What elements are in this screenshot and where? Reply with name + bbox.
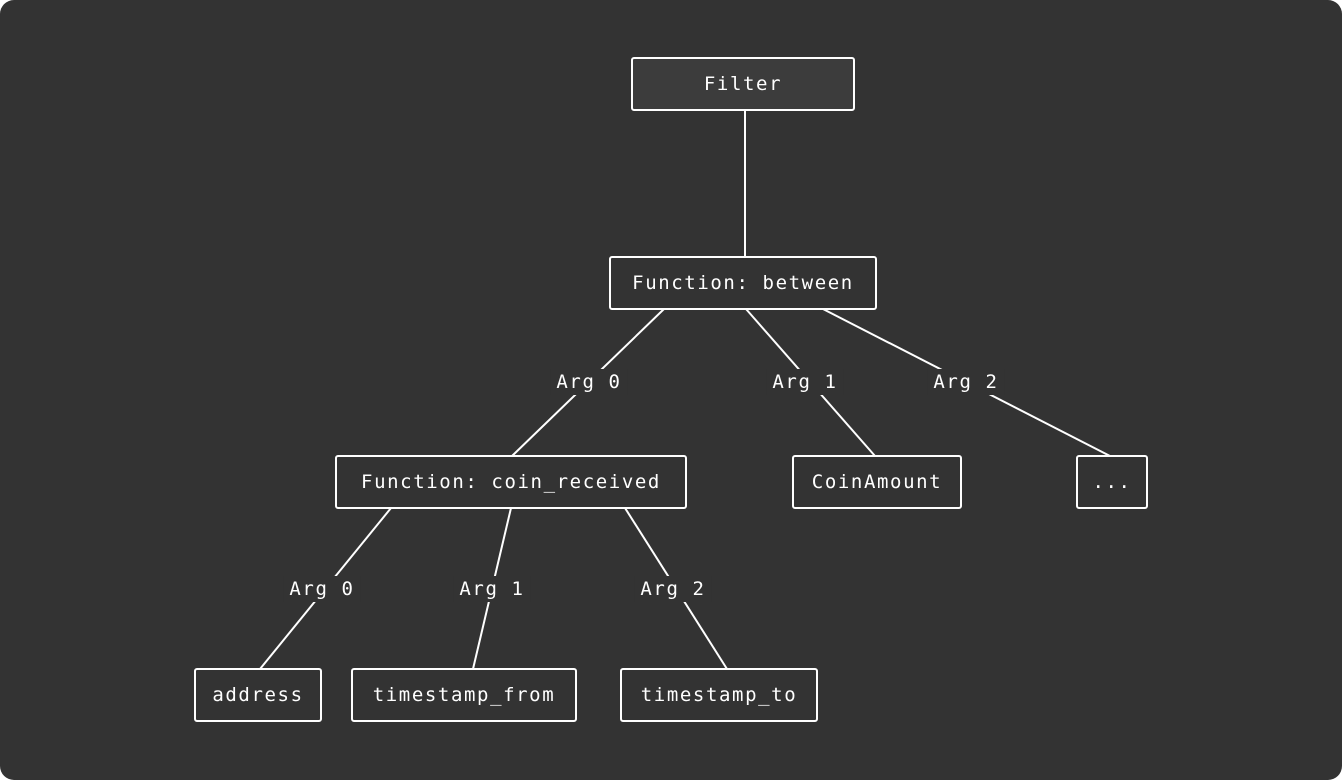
- edge-label-coin-arg1: Arg 1: [453, 576, 531, 602]
- node-filter: Filter: [631, 57, 855, 111]
- node-function-coin-received: Function: coin_received: [335, 455, 687, 509]
- node-timestamp-from: timestamp_from: [351, 668, 577, 722]
- node-ellipsis: ...: [1076, 455, 1148, 509]
- node-timestamp-to: timestamp_to: [620, 668, 818, 722]
- node-coin-amount: CoinAmount: [792, 455, 962, 509]
- edge-label-coin-arg0: Arg 0: [283, 576, 361, 602]
- edge-label-between-arg2: Arg 2: [927, 369, 1005, 395]
- node-address: address: [194, 668, 322, 722]
- edge-label-between-arg0: Arg 0: [550, 369, 628, 395]
- edge-label-coin-arg2: Arg 2: [634, 576, 712, 602]
- edge-label-between-arg1: Arg 1: [766, 369, 844, 395]
- node-function-between: Function: between: [609, 256, 877, 310]
